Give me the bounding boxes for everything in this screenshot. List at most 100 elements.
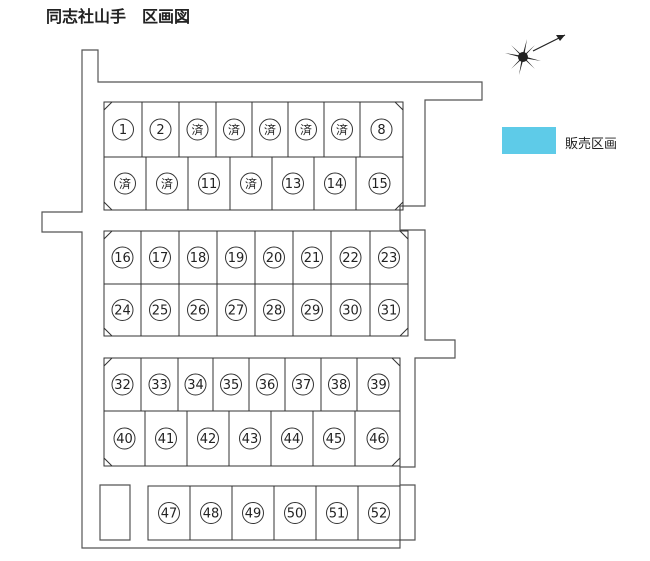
- legend-swatch-for-sale: [502, 127, 556, 154]
- lot-number-circle: [198, 172, 220, 195]
- lot-cell: [354, 410, 401, 467]
- lot-number-circle: [367, 373, 390, 396]
- lot-number: 13: [285, 177, 302, 192]
- lot-number-circle: [200, 502, 222, 524]
- lot-number: 51: [329, 507, 346, 522]
- lot-number: 52: [371, 507, 388, 522]
- lot-number-circle: [225, 299, 247, 321]
- lot-6[interactable]: 済: [287, 101, 325, 158]
- lot-number: 21: [304, 251, 321, 266]
- lot-46[interactable]: 46: [354, 410, 401, 467]
- lot-number: 28: [266, 304, 283, 319]
- lot-31[interactable]: 31: [369, 283, 409, 337]
- lot-number-circle: [223, 118, 245, 141]
- lot-number: 47: [161, 507, 178, 522]
- lot-number: 46: [369, 432, 386, 447]
- lot-10[interactable]: 済: [145, 156, 189, 211]
- lot-number-circle: [339, 299, 362, 321]
- lot-29[interactable]: 29: [292, 283, 332, 337]
- lot-number-circle: [259, 118, 281, 141]
- road-inner-west: [99, 484, 131, 541]
- lot-sold-mark: 済: [300, 122, 312, 137]
- lot-42[interactable]: 42: [186, 410, 230, 467]
- lot-number-circle: [328, 373, 350, 396]
- lot-33[interactable]: 33: [140, 357, 179, 412]
- lot-number-circle: [378, 246, 400, 269]
- lot-21[interactable]: 21: [292, 230, 332, 285]
- lot-number-circle: [220, 373, 242, 396]
- lot-number-circle: [242, 502, 264, 524]
- lot-number-circle: [111, 373, 134, 396]
- lot-number: 44: [284, 432, 301, 447]
- lot-number: 32: [114, 378, 131, 393]
- lot-number: 16: [114, 251, 131, 266]
- lot-number-circle: [114, 172, 136, 195]
- lot-number: 40: [116, 432, 133, 447]
- lot-number: 18: [190, 251, 207, 266]
- compass-rose-icon: [505, 34, 566, 75]
- lot-number-circle: [339, 246, 362, 269]
- lot-number: 20: [266, 251, 283, 266]
- lot-27[interactable]: 27: [216, 283, 256, 337]
- lot-number-circle: [368, 502, 390, 524]
- lot-43[interactable]: 43: [228, 410, 272, 467]
- lot-number-circle: [111, 299, 134, 321]
- lot-number: 33: [151, 378, 168, 393]
- lot-number: 29: [304, 304, 321, 319]
- lot-3[interactable]: 済: [178, 101, 217, 158]
- lot-number: 38: [331, 378, 348, 393]
- lot-number: 22: [342, 251, 359, 266]
- lot-number: 43: [242, 432, 259, 447]
- lot-number-circle: [186, 118, 209, 141]
- lot-26[interactable]: 26: [178, 283, 218, 337]
- lot-cell: [357, 485, 401, 541]
- lot-sold-mark: 済: [264, 122, 276, 137]
- lot-number: 24: [114, 304, 131, 319]
- lot-number-circle: [239, 427, 261, 450]
- lot-number: 2: [156, 123, 164, 138]
- lot-number: 19: [228, 251, 245, 266]
- lot-number: 1: [119, 123, 127, 138]
- lot-number-circle: [323, 427, 345, 450]
- lot-number-circle: [158, 502, 180, 524]
- lot-number: 45: [326, 432, 343, 447]
- lot-number: 14: [327, 177, 344, 192]
- lot-4[interactable]: 済: [215, 101, 253, 158]
- lot-number-circle: [240, 172, 262, 195]
- lot-number-circle: [184, 373, 207, 396]
- lot-number-circle: [301, 299, 323, 321]
- lot-13[interactable]: 13: [271, 156, 315, 211]
- lot-19[interactable]: 19: [216, 230, 256, 285]
- lot-number-circle: [149, 118, 172, 141]
- lot-49[interactable]: 49: [231, 485, 275, 541]
- lot-sold-mark: 済: [245, 176, 257, 191]
- lot-number: 30: [342, 304, 359, 319]
- lot-number-circle: [295, 118, 317, 141]
- lot-cell: [369, 283, 409, 337]
- lot-44[interactable]: 44: [270, 410, 314, 467]
- lot-11[interactable]: 11: [187, 156, 231, 211]
- lot-number-circle: [292, 373, 314, 396]
- lot-34[interactable]: 34: [177, 357, 214, 412]
- lot-14[interactable]: 14: [313, 156, 357, 211]
- lot-number: 35: [223, 378, 240, 393]
- lot-number-circle: [301, 246, 323, 269]
- lot-sold-mark: 済: [336, 122, 348, 137]
- lot-number-circle: [113, 427, 136, 450]
- lot-number-circle: [148, 373, 171, 396]
- lot-38[interactable]: 38: [320, 357, 358, 412]
- lot-number: 31: [381, 304, 398, 319]
- lot-20[interactable]: 20: [254, 230, 294, 285]
- lot-47[interactable]: 47: [147, 485, 191, 541]
- lot-number-circle: [149, 246, 171, 269]
- lot-15[interactable]: 15: [355, 156, 404, 211]
- lot-number: 11: [201, 177, 218, 192]
- lot-number: 27: [228, 304, 245, 319]
- lot-52[interactable]: 52: [357, 485, 401, 541]
- lot-number: 50: [287, 507, 304, 522]
- lot-sold-mark: 済: [119, 176, 131, 191]
- lot-number: 26: [190, 304, 207, 319]
- lot-number: 23: [381, 251, 398, 266]
- lot-number: 34: [187, 378, 204, 393]
